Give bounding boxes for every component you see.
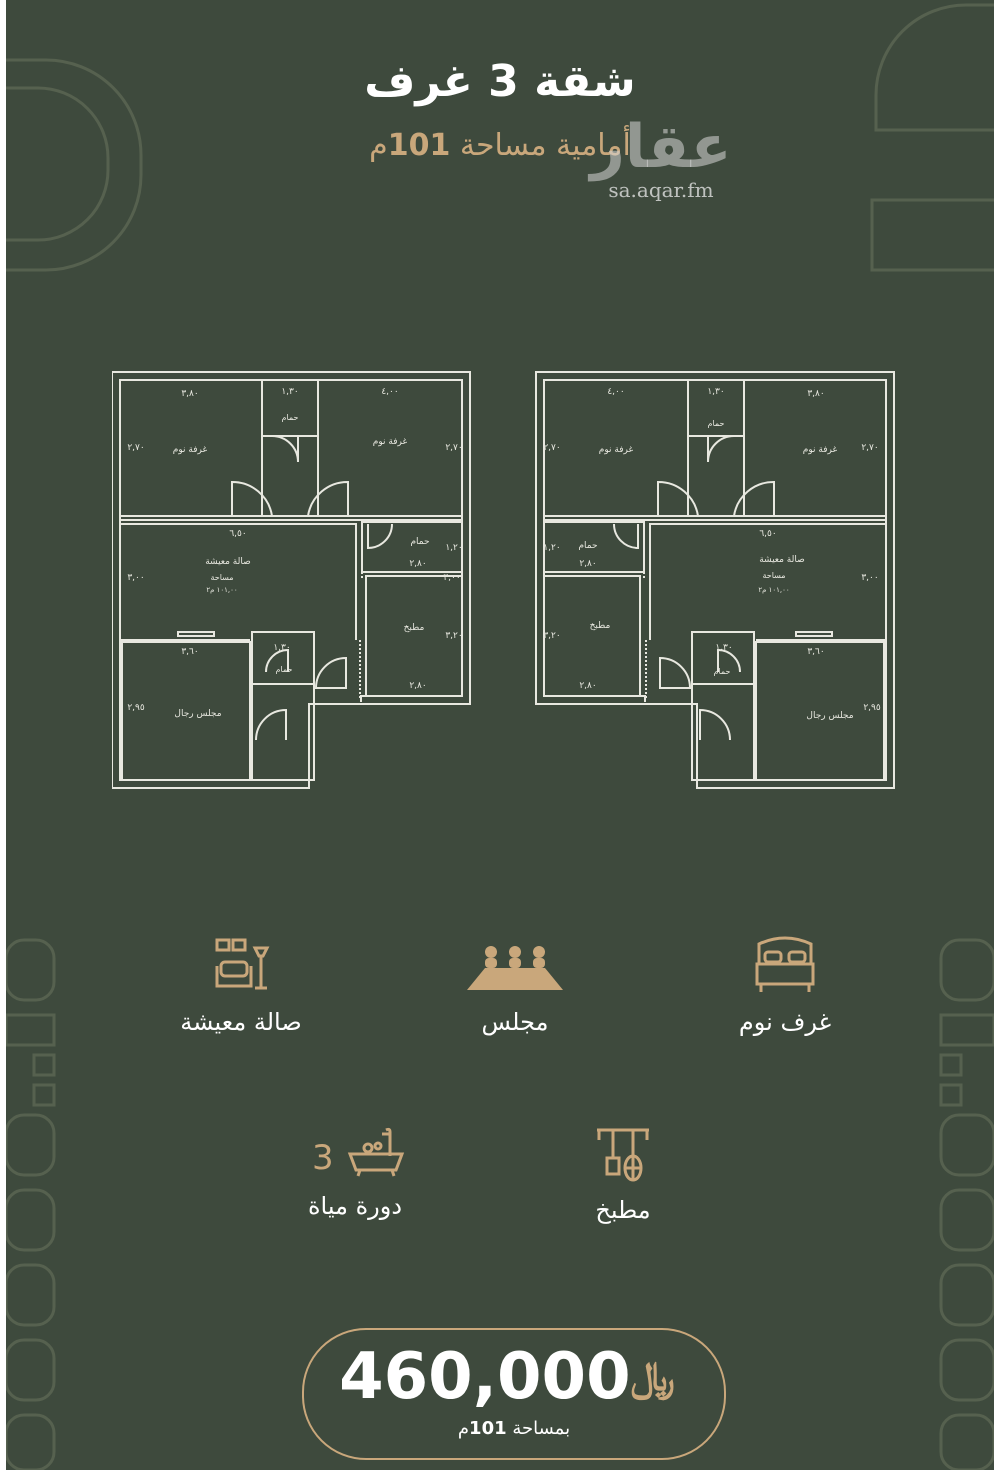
plan-label-living-area-caption: مساحة bbox=[210, 573, 233, 582]
plan-dim: ٣,٠٠ bbox=[443, 573, 460, 583]
floor-plan-right: ٣,٨٠ ١,٣٠ ٤,٠٠ ٢,٧٠ ٢,٧٠ ٦,٥٠ ٣,٠٠ ٢,٨٠ … bbox=[535, 371, 895, 789]
plan-dim: ٢,٨٠ bbox=[409, 559, 426, 569]
plan-dim: ٣,٢٠ bbox=[543, 631, 560, 641]
plan-label-bath: حمام bbox=[714, 667, 731, 676]
plan-dim: ٢,٧٠ bbox=[861, 443, 878, 453]
plan-dim: ٣,٦٠ bbox=[807, 647, 824, 657]
plan-dim: ١,٣٠ bbox=[273, 643, 290, 653]
plan-dim: ٢,٧٠ bbox=[445, 443, 462, 453]
living-room-icon bbox=[215, 938, 270, 990]
plan-label-kitchen: مطبخ bbox=[404, 623, 425, 633]
price-area: بمساحة 101م bbox=[304, 1418, 724, 1439]
price-box: ﷼460,000 بمساحة 101م bbox=[302, 1328, 726, 1460]
price: ﷼460,000 bbox=[304, 1340, 724, 1414]
feature-label: دورة مياة bbox=[307, 1192, 403, 1220]
feature-kitchen: مطبخ bbox=[538, 1124, 708, 1224]
plan-label-living-area-value: ١٠١,٠٠ م٢ bbox=[206, 586, 237, 594]
plan-dim: ٣,٨٠ bbox=[181, 389, 198, 399]
price-area-unit: م bbox=[457, 1418, 470, 1439]
plan-dim: ٦,٥٠ bbox=[229, 529, 246, 539]
bathroom-count: 3 bbox=[312, 1138, 334, 1178]
floor-plan-left: ٣,٨٠ ١,٣٠ ٤,٠٠ ٢,٧٠ ٢,٧٠ ٦,٥٠ ٣,٠٠ ٣,٠٠ … bbox=[112, 371, 471, 789]
price-amount: 460,000 bbox=[339, 1340, 631, 1414]
plan-dim: ٣,٠٠ bbox=[861, 573, 878, 583]
plan-label-bedroom: غرفة نوم bbox=[599, 445, 634, 455]
currency-symbol: ﷼ bbox=[630, 1354, 675, 1400]
majlis-icon bbox=[467, 946, 563, 990]
feature-label: مجلس bbox=[481, 1008, 549, 1036]
plan-dim: ٢,٩٥ bbox=[127, 703, 145, 713]
plan-dim: ٣,٦٠ bbox=[181, 647, 198, 657]
plan-dim: ٤,٠٠ bbox=[607, 387, 624, 397]
plan-label-bedroom: غرفة نوم bbox=[173, 445, 208, 455]
subtitle-area: 101 bbox=[387, 128, 451, 163]
price-area-prefix: بمساحة bbox=[512, 1418, 571, 1439]
plan-dim: ١,٢٠ bbox=[445, 543, 462, 553]
plan-label-bedroom: غرفة نوم bbox=[373, 437, 408, 447]
plan-label-living: صالة معيشة bbox=[205, 557, 251, 567]
plan-dim: ٢,٨٠ bbox=[409, 681, 426, 691]
plan-dim: ٤,٠٠ bbox=[381, 387, 398, 397]
plan-label-majlis: مجلس رجال bbox=[806, 711, 853, 721]
plan-label-bath: حمام bbox=[410, 537, 429, 547]
feature-bathrooms: دورة مياة bbox=[270, 1126, 440, 1220]
feature-label: صالة معيشة bbox=[180, 1008, 302, 1036]
page-subtitle: أمامية مساحة 101م bbox=[6, 128, 994, 163]
plan-dim: ٢,٧٠ bbox=[543, 443, 560, 453]
feature-label: مطبخ bbox=[595, 1196, 651, 1224]
watermark-logo-text: عقار bbox=[590, 112, 732, 182]
plan-dim: ١,٣٠ bbox=[707, 387, 724, 397]
plan-label-bath: حمام bbox=[276, 665, 293, 674]
poster: شقة 3 غرف أمامية مساحة 101م عقار sa.aqar… bbox=[6, 0, 994, 1470]
feature-living-room: صالة معيشة bbox=[156, 936, 326, 1036]
kitchen-tools-icon bbox=[597, 1128, 649, 1182]
plan-dim: ٢,٨٠ bbox=[579, 559, 596, 569]
plan-dim: ٣,٢٠ bbox=[445, 631, 462, 641]
plan-dim: ٢,٨٠ bbox=[579, 681, 596, 691]
feature-bedrooms: غرف نوم bbox=[700, 934, 870, 1036]
subtitle-prefix: أمامية مساحة bbox=[459, 128, 631, 163]
aqar-watermark: عقار sa.aqar.fm bbox=[581, 112, 741, 202]
plan-dim: ١,٣٠ bbox=[715, 643, 732, 653]
watermark-url: sa.aqar.fm bbox=[608, 178, 714, 202]
plan-dim: ٢,٧٠ bbox=[127, 443, 144, 453]
plan-label-living-area-value: ١٠١,٠٠ م٢ bbox=[758, 586, 789, 594]
bed-icon bbox=[755, 936, 815, 992]
plan-label-bath: حمام bbox=[708, 419, 725, 428]
plan-label-living-area-caption: مساحة bbox=[762, 571, 785, 580]
bathtub-icon bbox=[347, 1127, 405, 1177]
subtitle-unit: م bbox=[369, 128, 388, 163]
plan-label-living: صالة معيشة bbox=[759, 555, 805, 565]
plan-dim: ٦,٥٠ bbox=[759, 529, 776, 539]
page-title: شقة 3 غرف bbox=[364, 56, 636, 107]
plan-label-bedroom: غرفة نوم bbox=[803, 445, 838, 455]
plan-dim: ٢,٩٥ bbox=[863, 703, 881, 713]
plan-dim: ١,٣٠ bbox=[281, 387, 298, 397]
feature-label: غرف نوم bbox=[738, 1008, 832, 1036]
plan-dim: ٣,٨٠ bbox=[807, 389, 824, 399]
decorative-outline-shapes bbox=[6, 3, 994, 1470]
plan-label-kitchen: مطبخ bbox=[590, 621, 611, 631]
plan-dim: ١,٢٠ bbox=[543, 543, 560, 553]
plan-dim: ٣,٠٠ bbox=[127, 573, 144, 583]
plan-label-majlis: مجلس رجال bbox=[174, 709, 221, 719]
price-area-value: 101 bbox=[469, 1418, 507, 1439]
plan-label-bath: حمام bbox=[282, 413, 299, 422]
feature-majlis: مجلس bbox=[430, 940, 600, 1036]
plan-label-bath: حمام bbox=[578, 541, 597, 551]
